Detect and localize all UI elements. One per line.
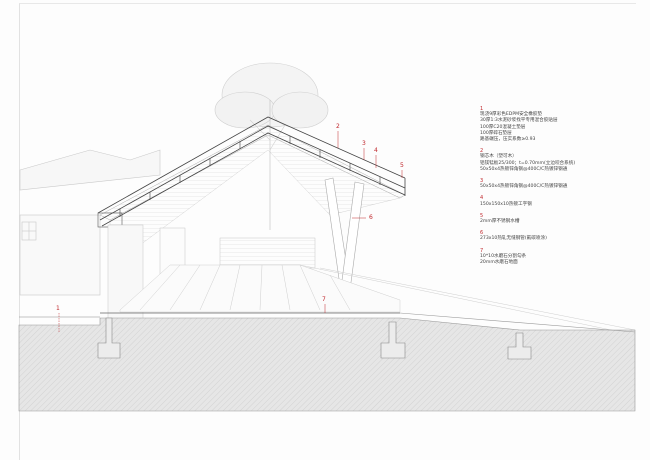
legend-line: 10*10水磨石分割勾条 (480, 253, 527, 259)
callout-5: 5 (400, 162, 404, 169)
callout-leaders (58, 131, 403, 333)
legend-item-2: 2 钢芯木（塑可木） 铝镁锰板25/300；t=0.70mm(立边咬合系统) 5… (480, 148, 640, 173)
legend-item-3: 3 50x50x4热镀锌角钢@400C/C热镀锌钢通 (480, 178, 640, 190)
roof-fixings (119, 136, 381, 217)
ground-section (18, 312, 636, 412)
legend-item-6: 6 273x10热轧无缝钢管(氟碳喷涂) (480, 230, 640, 242)
legend-item-4: 4 150x150x10热镀工字钢 (480, 195, 640, 207)
legend-line: 100厚碎石垫层 (480, 130, 512, 136)
legend-line: 20mm水磨石地面 (480, 260, 518, 266)
legend-line: 100厚C20混凝土垫层 (480, 124, 526, 130)
legend-number: 2 (480, 148, 484, 155)
legend-number: 5 (480, 212, 484, 219)
legend-line: 路基碾压，压实系数≥0.93 (480, 137, 536, 143)
legend-number: 3 (480, 178, 484, 185)
legend-line: 150x150x10热镀工字钢 (480, 201, 532, 207)
legend-line: 铝镁锰板25/300；t=0.70mm(立边咬合系统) (480, 160, 576, 166)
legend-line: 273x10热轧无缝钢管(氟碳喷涂) (480, 236, 547, 242)
timber-deck (119, 264, 636, 336)
tree-illustration (214, 62, 329, 230)
callout-2: 2 (336, 123, 340, 130)
callout-7: 7 (322, 296, 326, 303)
legend-number: 6 (480, 230, 484, 237)
callout-6: 6 (369, 214, 373, 221)
legend-number: 7 (480, 247, 484, 254)
legend-number: 4 (480, 195, 484, 202)
page-frame (19, 3, 636, 460)
legend-line: 现浇9厚彩色EDPM安全橡胶垫 (480, 112, 543, 118)
footings (97, 317, 532, 360)
legend-line: 2mm厚不锈钢水槽 (480, 219, 520, 225)
callout-4: 4 (374, 147, 378, 154)
legend-item-5: 5 2mm厚不锈钢水槽 (480, 213, 640, 225)
material-legend: 1 现浇9厚彩色EDPM安全橡胶垫 30厚1:3水泥砂浆找平专用混合胶贴层 10… (480, 106, 640, 271)
callout-1: 1 (56, 305, 60, 312)
legend-line: 钢芯木（塑可木） (480, 154, 517, 160)
callout-3: 3 (362, 140, 366, 147)
legend-line: 50x50x4热镀锌角钢@400C/C热镀锌钢通 (480, 166, 568, 172)
legend-line: 50x50x4热镀锌角钢@400C/C热镀锌钢通 (480, 184, 568, 190)
legend-number: 1 (480, 106, 484, 112)
background-building (19, 149, 161, 296)
legend-item-1: 1 现浇9厚彩色EDPM安全橡胶垫 30厚1:3水泥砂浆找平专用混合胶贴层 10… (480, 106, 640, 143)
roof-structure (97, 116, 406, 228)
legend-line: 30厚1:3水泥砂浆找平专用混合胶贴层 (480, 118, 558, 124)
legend-item-7: 7 10*10水磨石分割勾条 20mm水磨石地面 (480, 248, 640, 267)
